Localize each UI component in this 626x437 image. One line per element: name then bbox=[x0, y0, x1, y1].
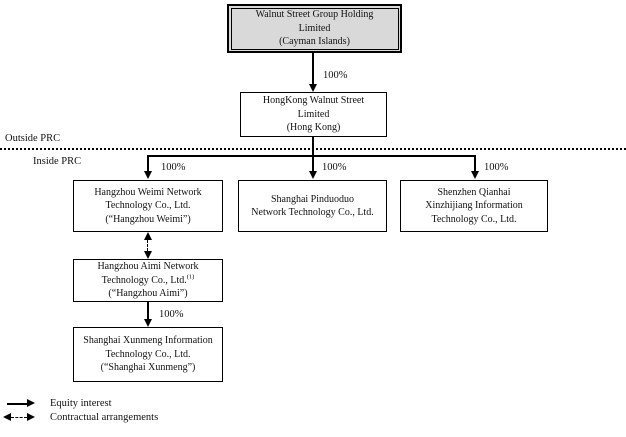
node-shanghai-pinduoduo: Shanghai Pinduoduo Network Technology Co… bbox=[238, 180, 387, 232]
node-text-line: Shenzhen Qianhai bbox=[437, 186, 511, 198]
equity-line-aimi-xunmeng bbox=[147, 302, 149, 319]
arrow-right-icon bbox=[27, 399, 35, 407]
node-text-line: Shanghai Pinduoduo bbox=[270, 193, 355, 205]
percent-label-xunmeng: 100% bbox=[159, 309, 184, 320]
equity-line-walnut-hongkong bbox=[312, 53, 314, 85]
node-hangzhou-weimi: Hangzhou Weimi Network Technology Co., L… bbox=[73, 180, 223, 232]
node-text-line: (“Hangzhou Aimi”) bbox=[108, 288, 188, 300]
arrow-down-icon bbox=[143, 171, 152, 179]
node-shanghai-xunmeng: Shanghai Xunmeng Information Technology … bbox=[73, 327, 223, 382]
percent-label-pinduoduo: 100% bbox=[322, 162, 347, 173]
arrow-down-icon bbox=[308, 171, 317, 179]
node-text-line: Limited bbox=[298, 22, 331, 34]
arrow-down-icon bbox=[143, 251, 152, 259]
node-text-line: (Hong Kong) bbox=[286, 122, 341, 134]
node-text-line: Hangzhou Weimi Network bbox=[94, 186, 202, 198]
arrow-left-icon bbox=[3, 413, 11, 421]
percent-label-root: 100% bbox=[323, 70, 348, 81]
percent-label-weimi: 100% bbox=[161, 162, 186, 173]
equity-branch-line bbox=[147, 155, 476, 157]
node-walnut-street-group: Walnut Street Group Holding Limited (Cay… bbox=[227, 4, 402, 53]
node-text-line: Technology Co., Ltd. bbox=[105, 348, 191, 360]
percent-label-qianhai: 100% bbox=[484, 162, 509, 173]
node-text-line: Walnut Street Group Holding bbox=[255, 9, 374, 21]
node-text-line: Limited bbox=[297, 108, 330, 120]
contractual-line-weimi-aimi bbox=[147, 240, 148, 251]
outside-prc-label: Outside PRC bbox=[5, 133, 61, 144]
arrow-down-icon bbox=[308, 84, 317, 92]
node-text-line: (“Hangzhou Weimi”) bbox=[105, 213, 191, 225]
legend-equity-label: Equity interest bbox=[50, 398, 112, 409]
node-hangzhou-aimi: Hangzhou Aimi Network Technology Co., Lt… bbox=[73, 259, 223, 302]
node-shenzhen-qianhai: Shenzhen Qianhai Xinzhijiang Information… bbox=[400, 180, 548, 232]
legend-contractual-arrow-line bbox=[11, 417, 27, 418]
arrow-up-icon bbox=[143, 232, 152, 240]
equity-line-branch-qianhai bbox=[474, 155, 476, 171]
node-text-line: Technology Co., Ltd. bbox=[105, 200, 191, 212]
node-text-line: HongKong Walnut Street bbox=[262, 95, 365, 107]
legend-contractual-label: Contractual arrangements bbox=[50, 412, 159, 423]
node-text-line: Technology Co., Ltd.(1) bbox=[102, 274, 195, 288]
node-text-line: Shanghai Xunmeng Information bbox=[83, 335, 213, 347]
node-text-line: (“Shanghai Xunmeng”) bbox=[100, 362, 196, 374]
node-text-segment: Technology Co., Ltd. bbox=[101, 274, 187, 286]
node-text-line: Technology Co., Ltd. bbox=[431, 213, 517, 225]
inside-prc-label: Inside PRC bbox=[33, 156, 82, 167]
equity-line-branch-weimi bbox=[147, 155, 149, 171]
arrow-right-icon bbox=[27, 413, 35, 421]
arrow-down-icon bbox=[143, 319, 152, 327]
node-text-line: (Cayman Islands) bbox=[279, 36, 350, 48]
node-text-line: Hangzhou Aimi Network bbox=[97, 261, 199, 273]
equity-line-hongkong-pinduoduo bbox=[312, 137, 314, 171]
node-hongkong-walnut-street: HongKong Walnut Street Limited (Hong Kon… bbox=[240, 92, 387, 137]
footnote-marker: (1) bbox=[186, 273, 195, 281]
node-text-line: Network Technology Co., Ltd. bbox=[251, 207, 374, 218]
node-text-line: Xinzhijiang Information bbox=[425, 200, 523, 212]
arrow-down-icon bbox=[470, 171, 479, 179]
legend-equity-arrow-line bbox=[7, 403, 28, 405]
node-walnut-street-group-inner: Walnut Street Group Holding Limited (Cay… bbox=[230, 7, 399, 50]
